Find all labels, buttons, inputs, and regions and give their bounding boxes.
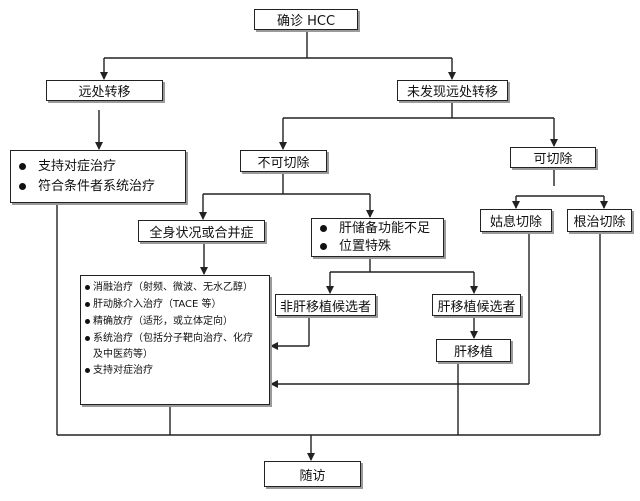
list-item: 位置特殊 <box>320 238 391 256</box>
list-item: 精确放疗（适形，或立体定向） <box>85 313 233 330</box>
list-item: 肝储备功能不足 <box>320 220 430 238</box>
node-supportive-care: 支持对症治疗 符合条件者系统治疗 <box>10 150 186 203</box>
node-unresectable: 不可切除 <box>240 150 327 172</box>
node-no-distant-metastasis-label: 未发现远处转移 <box>406 85 498 100</box>
node-no-distant-metastasis: 未发现远处转移 <box>397 80 508 101</box>
bullet-icon <box>320 243 327 250</box>
node-non-transplant-candidate-label: 非肝移植候选者 <box>279 299 371 315</box>
node-liver-reserve: 肝储备功能不足 位置特殊 <box>311 218 444 257</box>
list-item: 系统治疗（包括分子靶向治疗、化疗 <box>85 330 253 347</box>
list-item-continuation: 及中医药等） <box>93 349 153 360</box>
node-palliative-resection: 姑息切除 <box>480 209 552 232</box>
list-item: 肝动脉介入治疗（TACE 等） <box>85 296 221 313</box>
node-follow-up: 随访 <box>264 461 361 487</box>
node-liver-transplant-label: 肝移植 <box>453 345 493 360</box>
bullet-icon <box>85 368 90 373</box>
bullet-icon <box>85 336 90 341</box>
list-item: 符合条件者系统治疗 <box>19 177 155 197</box>
node-transplant-candidate-label: 肝移植候选者 <box>437 299 516 315</box>
bullet-icon <box>19 163 26 170</box>
node-radical-resection: 根治切除 <box>567 209 632 232</box>
node-treatment-options: 消融治疗（射频、微波、无水乙醇） 肝动脉介入治疗（TACE 等） 精确放疗（适形… <box>80 275 270 405</box>
node-diagnose-hcc-label: 确诊 HCC <box>276 14 336 29</box>
node-resectable-label: 可切除 <box>533 152 573 167</box>
list-item: 支持对症治疗 <box>85 362 153 379</box>
bullet-icon <box>19 183 26 190</box>
node-resectable: 可切除 <box>510 147 596 168</box>
node-unresectable-label: 不可切除 <box>257 155 310 171</box>
bullet-icon <box>85 302 90 307</box>
node-diagnose-hcc: 确诊 HCC <box>254 9 358 30</box>
node-general-condition: 全身状况或合并症 <box>138 220 265 242</box>
bullet-icon <box>85 285 90 290</box>
node-transplant-candidate: 肝移植候选者 <box>432 294 521 316</box>
bullet-icon <box>320 225 327 232</box>
node-radical-resection-label: 根治切除 <box>573 215 626 230</box>
node-non-transplant-candidate: 非肝移植候选者 <box>275 294 376 316</box>
list-item: 消融治疗（射频、微波、无水乙醇） <box>85 279 253 296</box>
node-distant-metastasis-label: 远处转移 <box>78 85 131 100</box>
node-general-condition-label: 全身状况或合并症 <box>149 225 254 241</box>
node-distant-metastasis: 远处转移 <box>46 80 163 101</box>
node-follow-up-label: 随访 <box>299 468 326 484</box>
node-palliative-resection-label: 姑息切除 <box>489 215 542 230</box>
list-item: 支持对症治疗 <box>19 157 116 177</box>
node-liver-transplant: 肝移植 <box>436 339 511 362</box>
bullet-icon <box>85 319 90 324</box>
